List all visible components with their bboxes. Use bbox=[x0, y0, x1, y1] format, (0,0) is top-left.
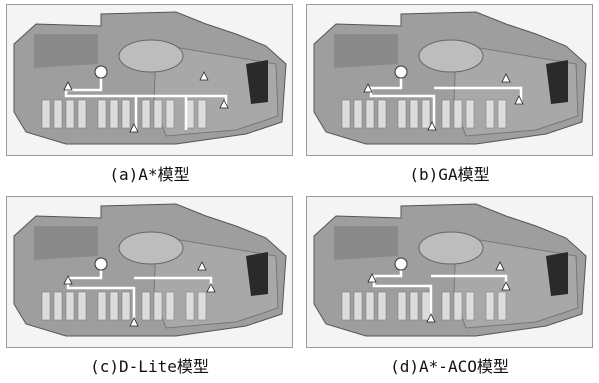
floorplan-d bbox=[306, 196, 593, 348]
panel-d: (d)A*-ACO模型 bbox=[306, 196, 593, 382]
caption-c: (c)D-Lite模型 bbox=[6, 354, 293, 380]
caption-a: (a)A*模型 bbox=[6, 162, 293, 188]
panel-a: (a)A*模型 bbox=[6, 4, 293, 190]
floorplan-c bbox=[6, 196, 293, 348]
panel-c: (c)D-Lite模型 bbox=[6, 196, 293, 382]
panel-b: (b)GA模型 bbox=[306, 4, 593, 190]
caption-b: (b)GA模型 bbox=[306, 162, 593, 188]
caption-d: (d)A*-ACO模型 bbox=[306, 354, 593, 380]
floorplan-b bbox=[306, 4, 593, 156]
floorplan-a bbox=[6, 4, 293, 156]
